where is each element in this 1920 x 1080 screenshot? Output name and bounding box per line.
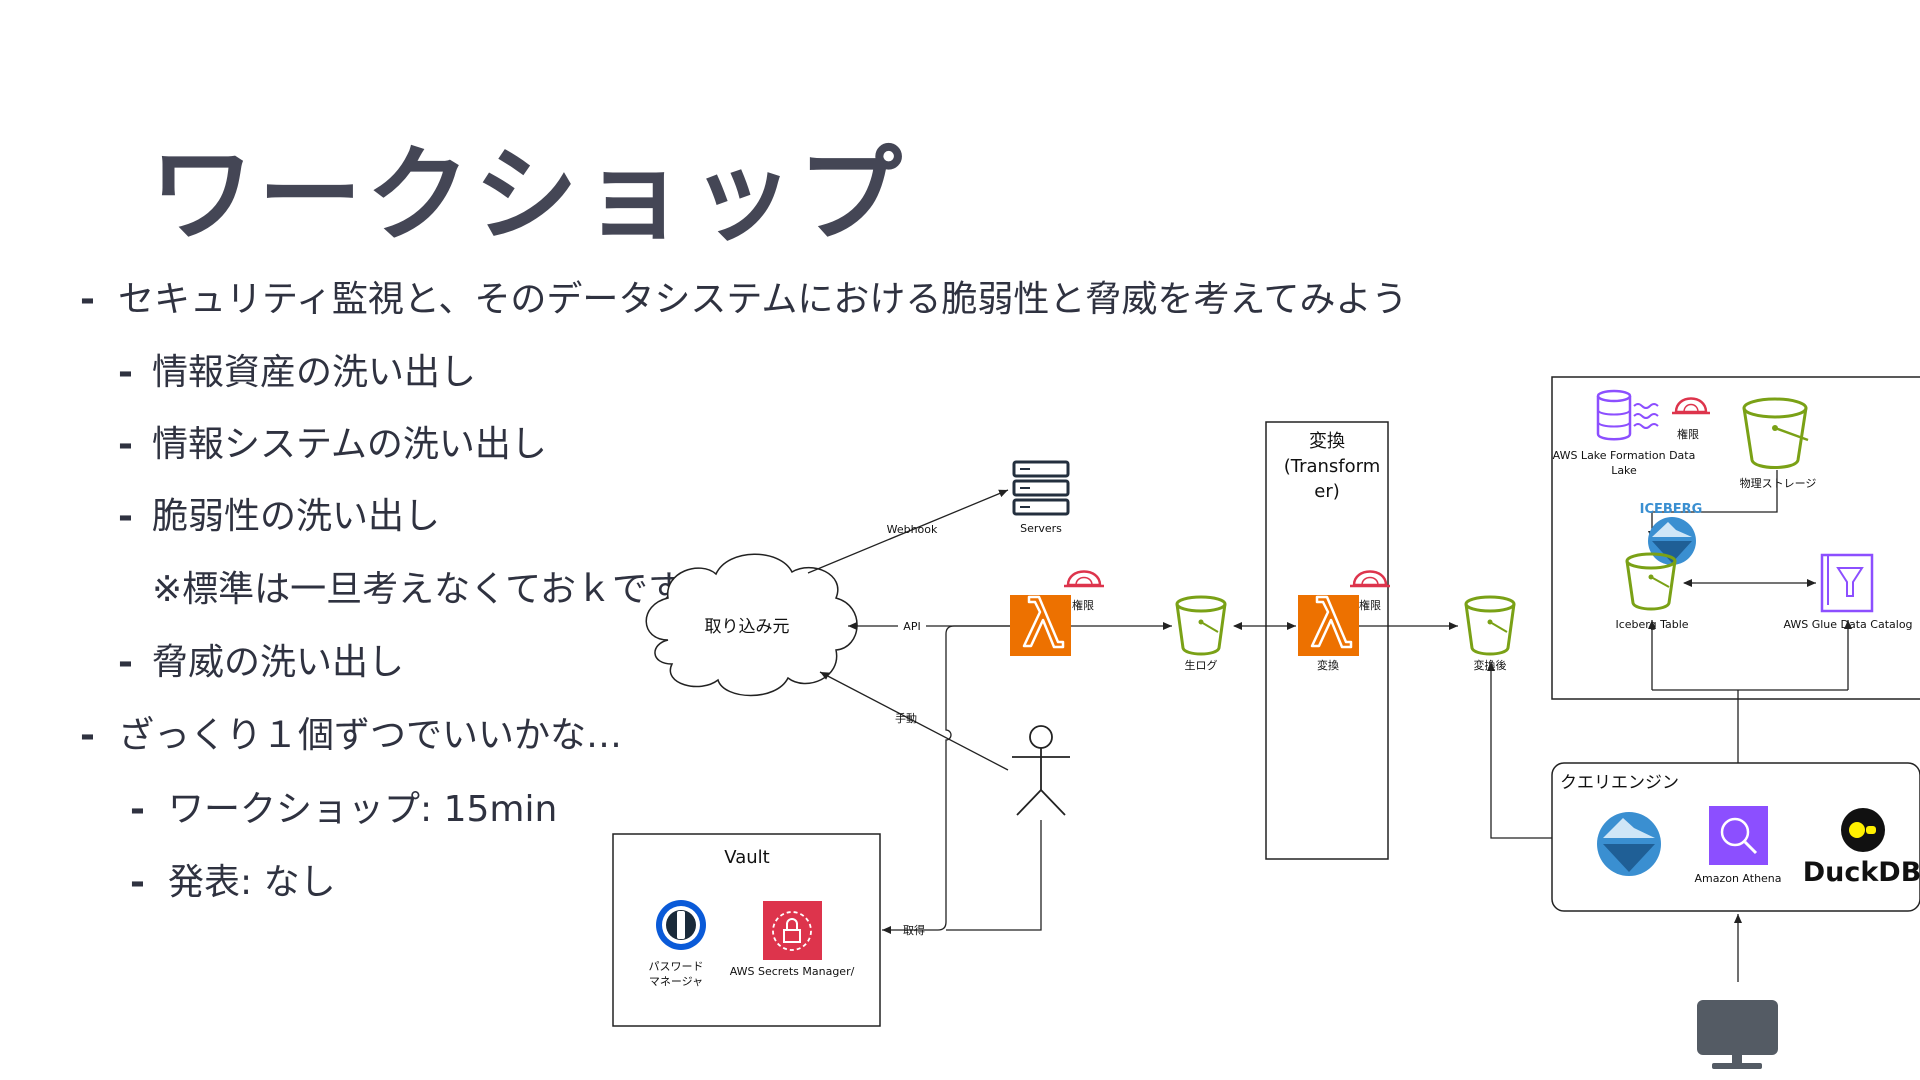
bullet-item: -情報資産の洗い出し [118,343,476,395]
lake-formation-icon [1596,389,1659,441]
s3-iceberg-table-icon [1625,552,1677,611]
lake-formation-label-2: Lake [1611,464,1637,477]
vault-box [612,833,881,1027]
bullet-item: -脅威の洗い出し [118,633,404,685]
lambda-transform-label: 変換 [1317,658,1339,672]
bullet-text: 脅威の洗い出し [152,642,405,683]
query-engine-title: クエリエンジン [1560,773,1679,793]
secrets-manager-icon [763,901,822,960]
monitor-icon [1697,1000,1778,1069]
vault-title: Vault [724,847,769,868]
bullet-note: ※標準は一旦考えなくておｋです [152,560,684,612]
lake-formation-label-1: AWS Lake Formation Data [1553,449,1696,462]
converted-label: 変換後 [1474,658,1507,672]
edge-api-label: API [903,620,920,633]
bullet-text: セキュリティ監視と、そのデータシステムにおける脆弱性と脅威を考えてみよう [118,279,1408,320]
athena-label: Amazon Athena [1694,872,1781,885]
password-manager-icon [656,900,706,950]
bullet-dash: - [80,279,95,320]
transformer-title-line2: (Transform [1284,456,1381,477]
bullet-item: -セキュリティ監視と、そのデータシステムにおける脆弱性と脅威を考えてみよう [80,270,1408,322]
page-title: ワークショップ [150,134,907,256]
password-manager-label-2: マネージャ [649,975,703,988]
bullet-item: -脆弱性の洗い出し [118,487,440,539]
servers-icon [1012,460,1070,516]
lambda-transform-perm-label: 権限 [1359,598,1381,612]
bullet-dash: - [80,715,95,756]
servers-label: Servers [1020,522,1062,535]
permission-helmet-icon [1350,570,1390,588]
lambda-transform-icon [1298,595,1359,656]
bullet-item: -発表: なし [130,853,336,905]
transformer-box [1265,421,1389,860]
iceberg-engine-icon [1597,812,1661,876]
bullet-dash: - [130,789,145,830]
bullet-item: -ざっくり１個ずつでいいかな… [80,706,622,758]
bullet-item: -情報システムの洗い出し [118,415,547,467]
bullet-text: 脆弱性の洗い出し [152,496,441,537]
lambda-ingest-icon [1010,595,1071,656]
edge-webhook-label: Webhook [887,523,938,536]
edge-manual-label: 手動 [895,711,917,725]
user-actor-icon [1012,725,1070,816]
bullet-dash: - [118,496,133,537]
password-manager-label-1: パスワード [649,960,704,973]
bullet-text: ワークショップ: 15min [168,789,558,830]
bullet-text: 情報資産の洗い出し [152,352,477,393]
query-engine-box [1551,762,1920,912]
bullet-dash: - [118,642,133,683]
bullet-text: ざっくり１個ずつでいいかな… [118,715,623,756]
bullet-dash: - [118,352,133,393]
bullet-text: 発表: なし [168,862,336,903]
duckdb-label: DuckDB [1803,857,1920,888]
bullet-dash: - [130,862,145,903]
source-cloud: 取り込み元 [645,553,858,697]
bullet-text: ※標準は一旦考えなくておｋです [152,569,685,610]
duckdb-icon [1841,808,1885,852]
transformer-title-line3: er) [1314,481,1340,502]
transformer-title-line1: 変換 [1309,431,1345,452]
bullet-text: 情報システムの洗い出し [152,424,547,465]
edge-fetch-label: 取得 [903,924,925,937]
iceberg-label: ICEBERG [1640,502,1703,517]
s3-converted-bucket-icon [1464,595,1516,656]
data-lake-box [1551,376,1920,700]
secrets-manager-label: AWS Secrets Manager/ [730,965,855,978]
permission-helmet-icon [1064,570,1104,588]
athena-icon [1709,806,1768,865]
lambda-ingest-perm-label: 権限 [1072,598,1094,612]
physical-storage-label: 物理ストレージ [1740,476,1817,490]
glue-data-catalog-icon [1820,553,1874,613]
lake-perm-label: 権限 [1677,427,1699,441]
s3-raw-log-bucket-icon [1175,595,1227,656]
s3-physical-storage-icon [1742,397,1809,469]
source-cloud-label: 取り込み元 [705,617,790,637]
bullet-item: -ワークショップ: 15min [130,780,557,832]
raw-log-label: 生ログ [1185,658,1218,672]
bullet-dash: - [118,424,133,465]
permission-helmet-icon [1672,397,1710,415]
